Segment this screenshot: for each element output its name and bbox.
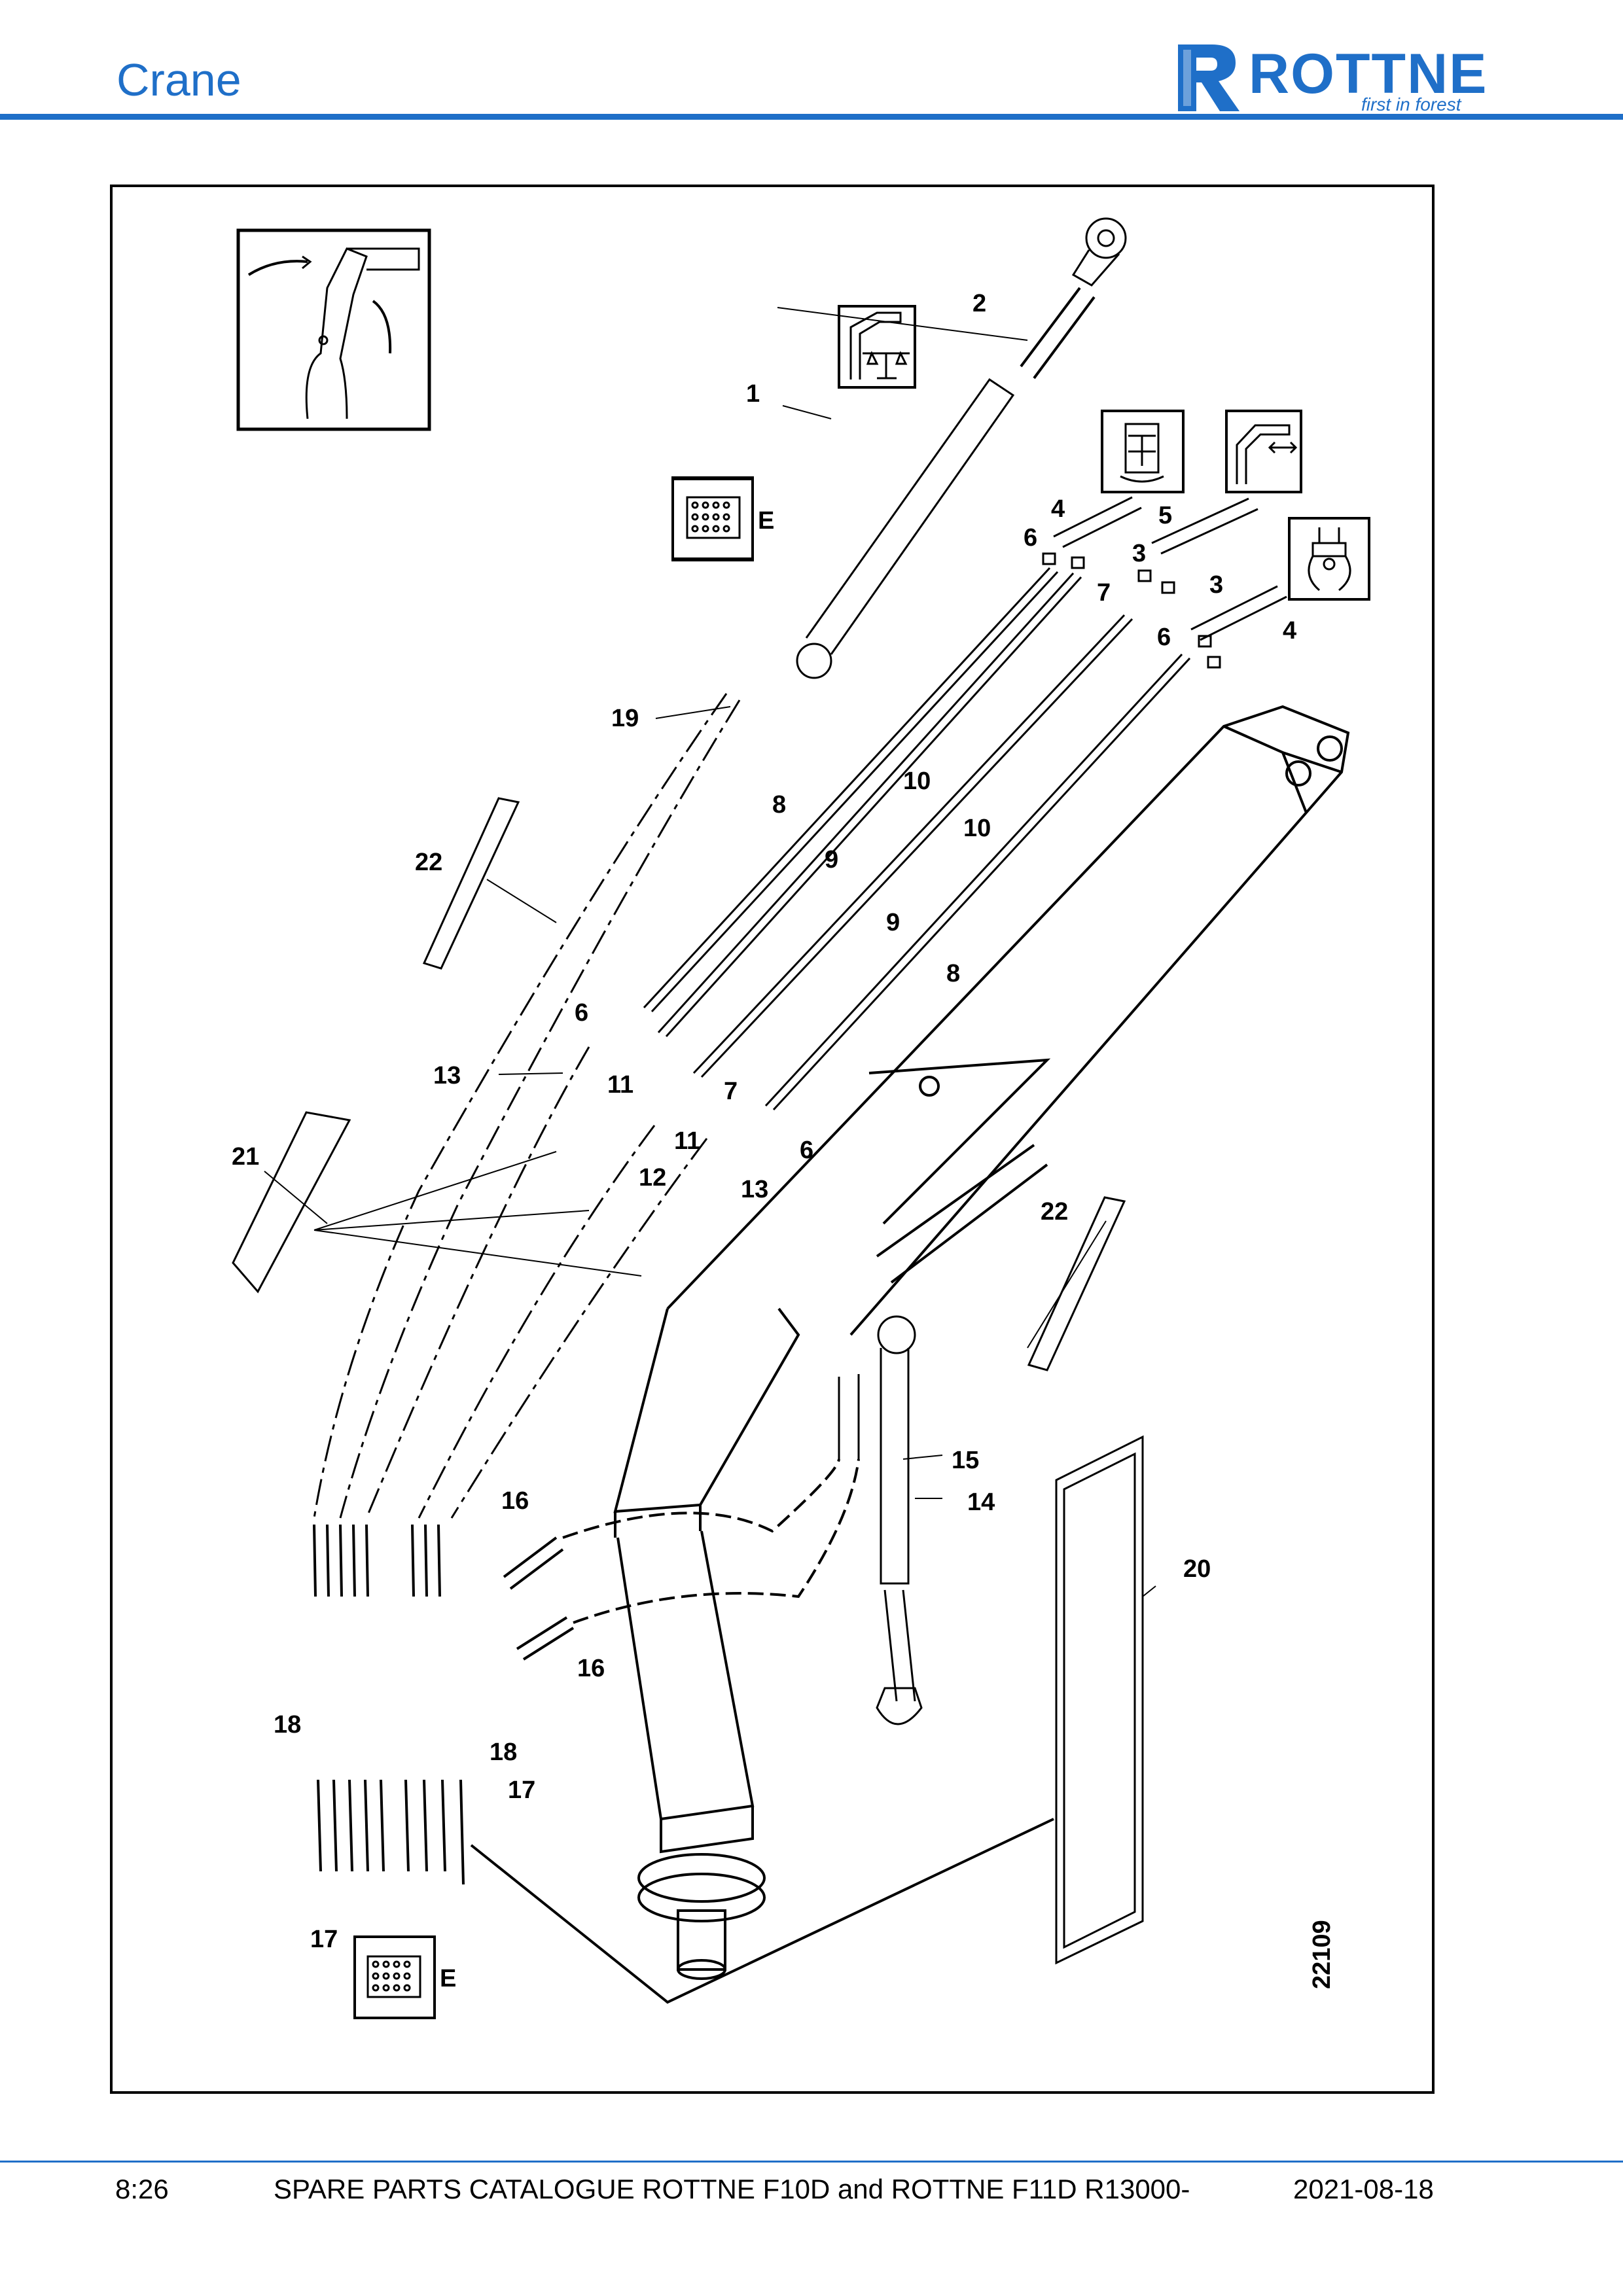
- callout-19: 19: [611, 705, 639, 732]
- crane-balance-icon: [838, 305, 916, 389]
- callout-10: 10: [903, 768, 931, 795]
- callout-8: 8: [772, 791, 786, 819]
- logo-tagline: first in forest: [1361, 94, 1461, 115]
- callout-12: 12: [639, 1164, 666, 1192]
- callout-14: 14: [967, 1489, 995, 1516]
- valve-block-icon: [671, 476, 754, 560]
- callout-15: 15: [952, 1447, 979, 1474]
- crane-boom: [666, 705, 1350, 1336]
- callout-9: 9: [825, 846, 838, 874]
- rottne-r-mark-icon: [1178, 44, 1240, 111]
- valve-box-letter: E: [440, 1965, 456, 1992]
- callout-6: 6: [1157, 624, 1171, 651]
- callout-3: 3: [1132, 540, 1146, 567]
- callout-13: 13: [433, 1062, 461, 1089]
- page-number: 8:26: [115, 2174, 169, 2204]
- logo-wordmark: ROTTNE: [1249, 43, 1488, 105]
- hose-routes: [313, 693, 741, 1519]
- callout-4: 4: [1051, 495, 1065, 523]
- callout-7: 7: [724, 1078, 738, 1105]
- callout-6: 6: [1024, 524, 1037, 552]
- callout-16: 16: [501, 1487, 529, 1515]
- callout-17: 17: [310, 1926, 338, 1953]
- callout-20: 20: [1183, 1555, 1211, 1583]
- callout-6: 6: [575, 999, 588, 1027]
- hose-sheath-panels: [232, 797, 1144, 1965]
- return-hoses: [503, 1458, 860, 1661]
- valve-box-letter: E: [758, 507, 774, 535]
- drawing-frame: [110, 185, 1435, 2094]
- leader-lines: [264, 307, 1156, 1597]
- callout-2: 2: [972, 290, 986, 317]
- callout-10: 10: [963, 815, 991, 842]
- footer-rule: [0, 2161, 1623, 2163]
- callout-11: 11: [607, 1071, 633, 1099]
- upper-fittings: [1042, 496, 1287, 669]
- hose-bundle: [313, 1524, 1054, 2004]
- callout-18: 18: [274, 1711, 301, 1739]
- header-rule: [0, 114, 1623, 120]
- callout-13: 13: [741, 1176, 768, 1203]
- drawing-number: 22109: [1308, 1920, 1336, 1989]
- slewing-cylinder: [838, 1315, 923, 1725]
- callout-9: 9: [886, 909, 900, 936]
- publication-date: 2021-08-18: [1293, 2174, 1434, 2204]
- grapple-icon: [1288, 517, 1370, 601]
- callout-5: 5: [1158, 502, 1172, 529]
- callout-6: 6: [800, 1137, 813, 1164]
- page-title: Crane: [116, 54, 241, 105]
- rotator-icon: [1101, 410, 1185, 493]
- valve-block-box-top: [673, 479, 753, 560]
- callout-17: 17: [508, 1776, 535, 1804]
- valve-block-box-bottom: [353, 1935, 436, 2019]
- callout-4: 4: [1283, 617, 1296, 645]
- callout-3: 3: [1209, 571, 1223, 599]
- callout-18: 18: [490, 1739, 517, 1766]
- lift-cylinder: [796, 217, 1127, 679]
- callout-1: 1: [746, 380, 760, 408]
- catalogue-title: SPARE PARTS CATALOGUE ROTTNE F10D and RO…: [274, 2174, 1190, 2204]
- hydraulic-pipes: [643, 567, 1191, 1111]
- callout-21: 21: [232, 1143, 259, 1171]
- crane-column: [613, 1307, 800, 1980]
- callout-22: 22: [1041, 1198, 1068, 1226]
- callout-11: 11: [674, 1127, 700, 1155]
- telescope-icon: [1225, 410, 1302, 493]
- brand-logo: ROTTNE first in forest: [1171, 34, 1512, 115]
- crane-boom-icon: [236, 228, 431, 431]
- callout-16: 16: [577, 1655, 605, 1682]
- callout-8: 8: [946, 960, 960, 987]
- callout-7: 7: [1097, 579, 1111, 607]
- callout-22: 22: [415, 849, 442, 876]
